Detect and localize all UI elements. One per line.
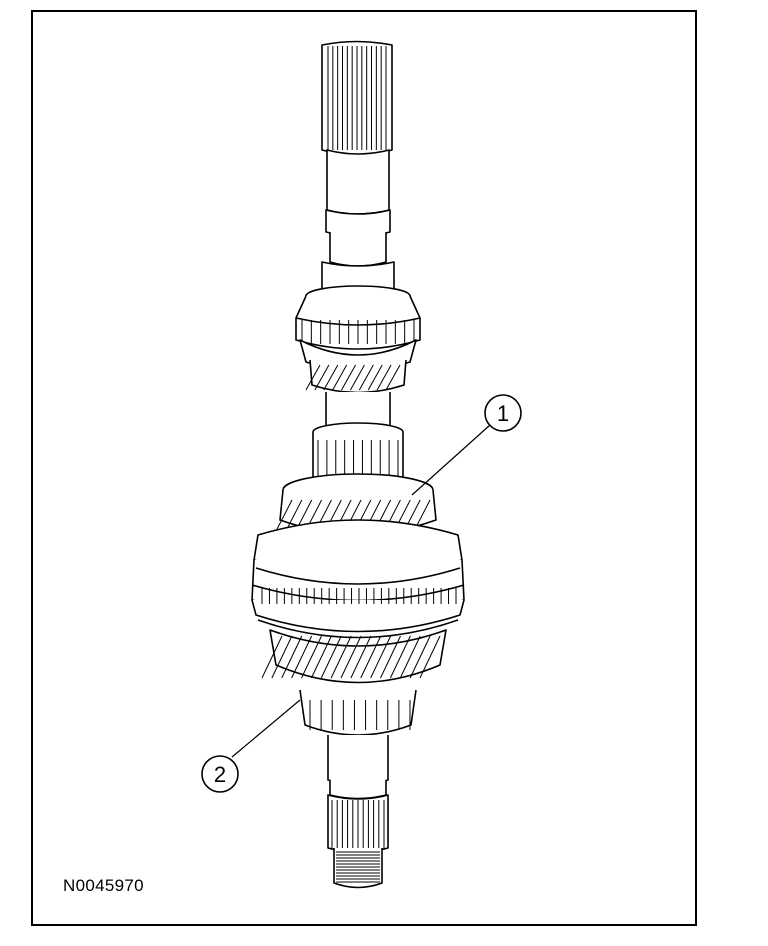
small-helical-gear <box>305 359 407 394</box>
callout-2-leader <box>231 699 301 758</box>
lower-gear-hub <box>299 689 417 736</box>
spline-collar <box>312 422 404 486</box>
callout-1: 1 <box>484 394 522 432</box>
output-splines <box>327 794 389 853</box>
figure-id-label: N0045970 <box>63 876 144 895</box>
synchronizer-assembly <box>251 519 465 639</box>
callout-2-number: 2 <box>214 762 226 787</box>
lower-shaft <box>327 735 389 800</box>
top-bearing <box>295 285 421 371</box>
threaded-tip <box>333 848 383 889</box>
top-splined-end <box>321 40 393 156</box>
callout-1-leader <box>411 424 491 496</box>
lower-helical-gear <box>261 629 447 684</box>
callout-2: 2 <box>201 755 239 793</box>
callout-1-number: 1 <box>497 401 509 426</box>
upper-shaft <box>321 149 395 295</box>
